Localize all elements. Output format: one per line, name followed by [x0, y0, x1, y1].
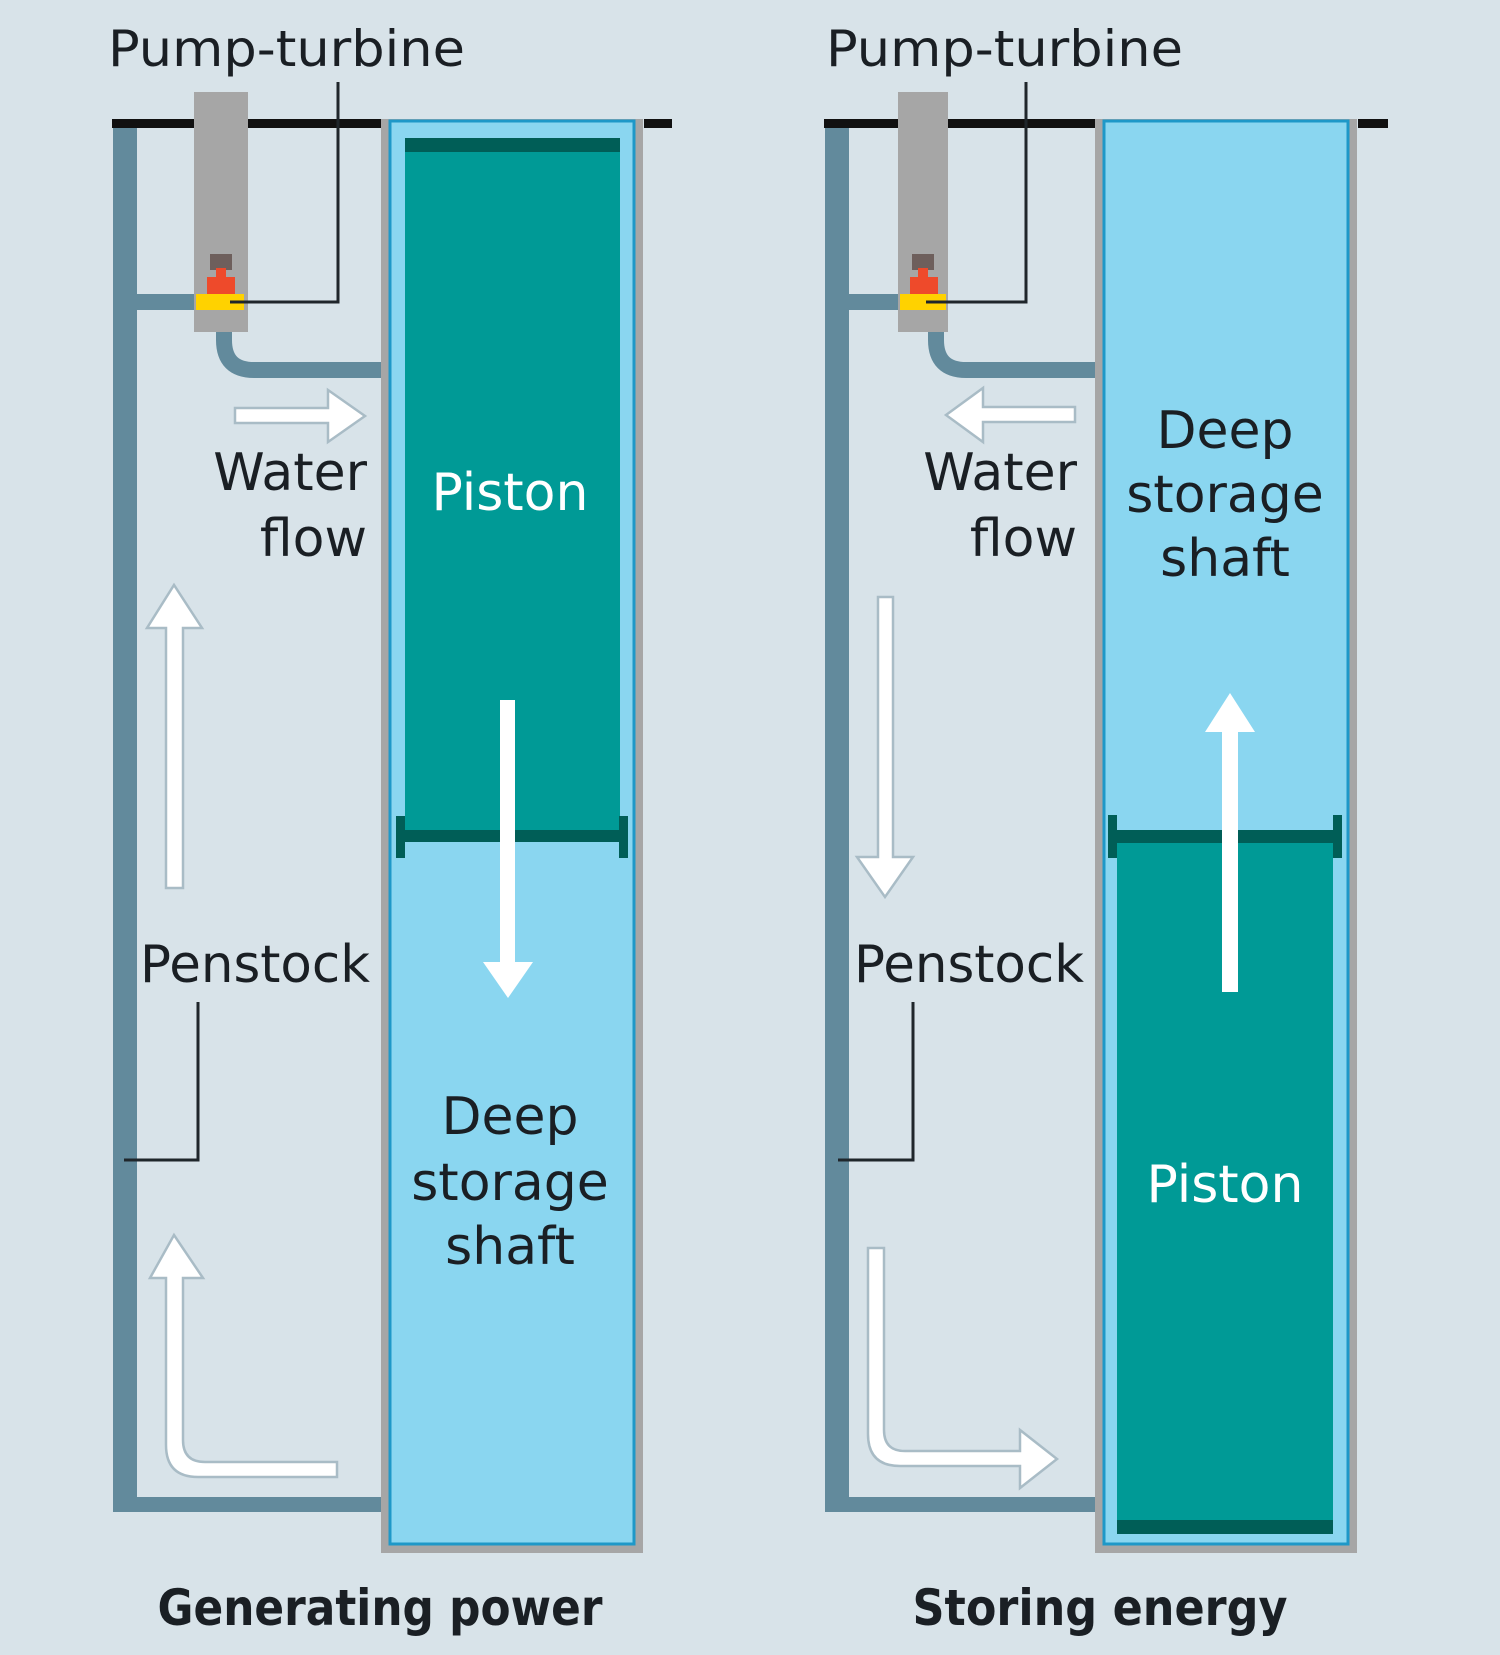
piston-up-arrow-icon: [1205, 693, 1255, 992]
piston-label: Piston: [1147, 1155, 1304, 1215]
water-flow-right-arrow-icon: [233, 387, 368, 445]
bottom-flow-up-arrow-icon: [147, 1232, 339, 1479]
penstock-down-arrow-icon: [854, 595, 916, 900]
shaft-label-line-2: storage: [1126, 465, 1324, 525]
water-flow-label-line-1: Water: [923, 443, 1077, 503]
pump-turbine-label: Pump-turbine: [108, 20, 465, 78]
piston-down-arrow-icon: [483, 700, 533, 998]
water-flow-label-line-2: flow: [260, 509, 367, 569]
shaft-label-line-1: Deep: [441, 1087, 578, 1147]
shaft-label-line-3: shaft: [445, 1217, 575, 1277]
ground-line: [1358, 119, 1388, 128]
penstock-leader-line: [838, 1002, 915, 1162]
penstock-leader-line: [124, 1002, 200, 1162]
ground-line: [246, 119, 382, 128]
water-flow-label-line-2: flow: [970, 509, 1077, 569]
pump-turbine-label: Pump-turbine: [826, 20, 1183, 78]
turbine-outlet-pipe: [928, 308, 1097, 378]
penstock-up-arrow-icon: [144, 582, 205, 890]
pump-turbine-leader-line: [926, 82, 1028, 304]
shaft-label-line-3: shaft: [1160, 529, 1290, 589]
shaft-label-line-1: Deep: [1156, 401, 1293, 461]
ground-line: [946, 119, 1096, 128]
water-flow-label-line-1: Water: [213, 443, 367, 503]
penstock-label: Penstock: [854, 935, 1084, 995]
pump-turbine-icon: [196, 254, 244, 310]
ground-line: [112, 119, 202, 128]
pump-turbine-leader-line: [230, 82, 340, 304]
panel-caption: Generating power: [158, 1579, 603, 1637]
pump-turbine-icon: [900, 254, 946, 310]
ground-line: [824, 119, 914, 128]
panel-generating-power: Pump-turbine Water flow Piston Penstock …: [108, 20, 672, 1637]
panel-caption: Storing energy: [913, 1579, 1288, 1637]
bottom-flow-right-arrow-icon: [866, 1246, 1060, 1491]
ground-line: [644, 119, 672, 128]
piston-label: Piston: [432, 463, 589, 523]
water-flow-left-arrow-icon: [943, 385, 1077, 445]
panel-storing-energy: Pump-turbine Water flow Deep storage sha…: [824, 20, 1388, 1637]
turbine-outlet-pipe: [216, 308, 383, 378]
penstock-label: Penstock: [140, 935, 370, 995]
shaft-label-line-2: storage: [411, 1153, 609, 1213]
